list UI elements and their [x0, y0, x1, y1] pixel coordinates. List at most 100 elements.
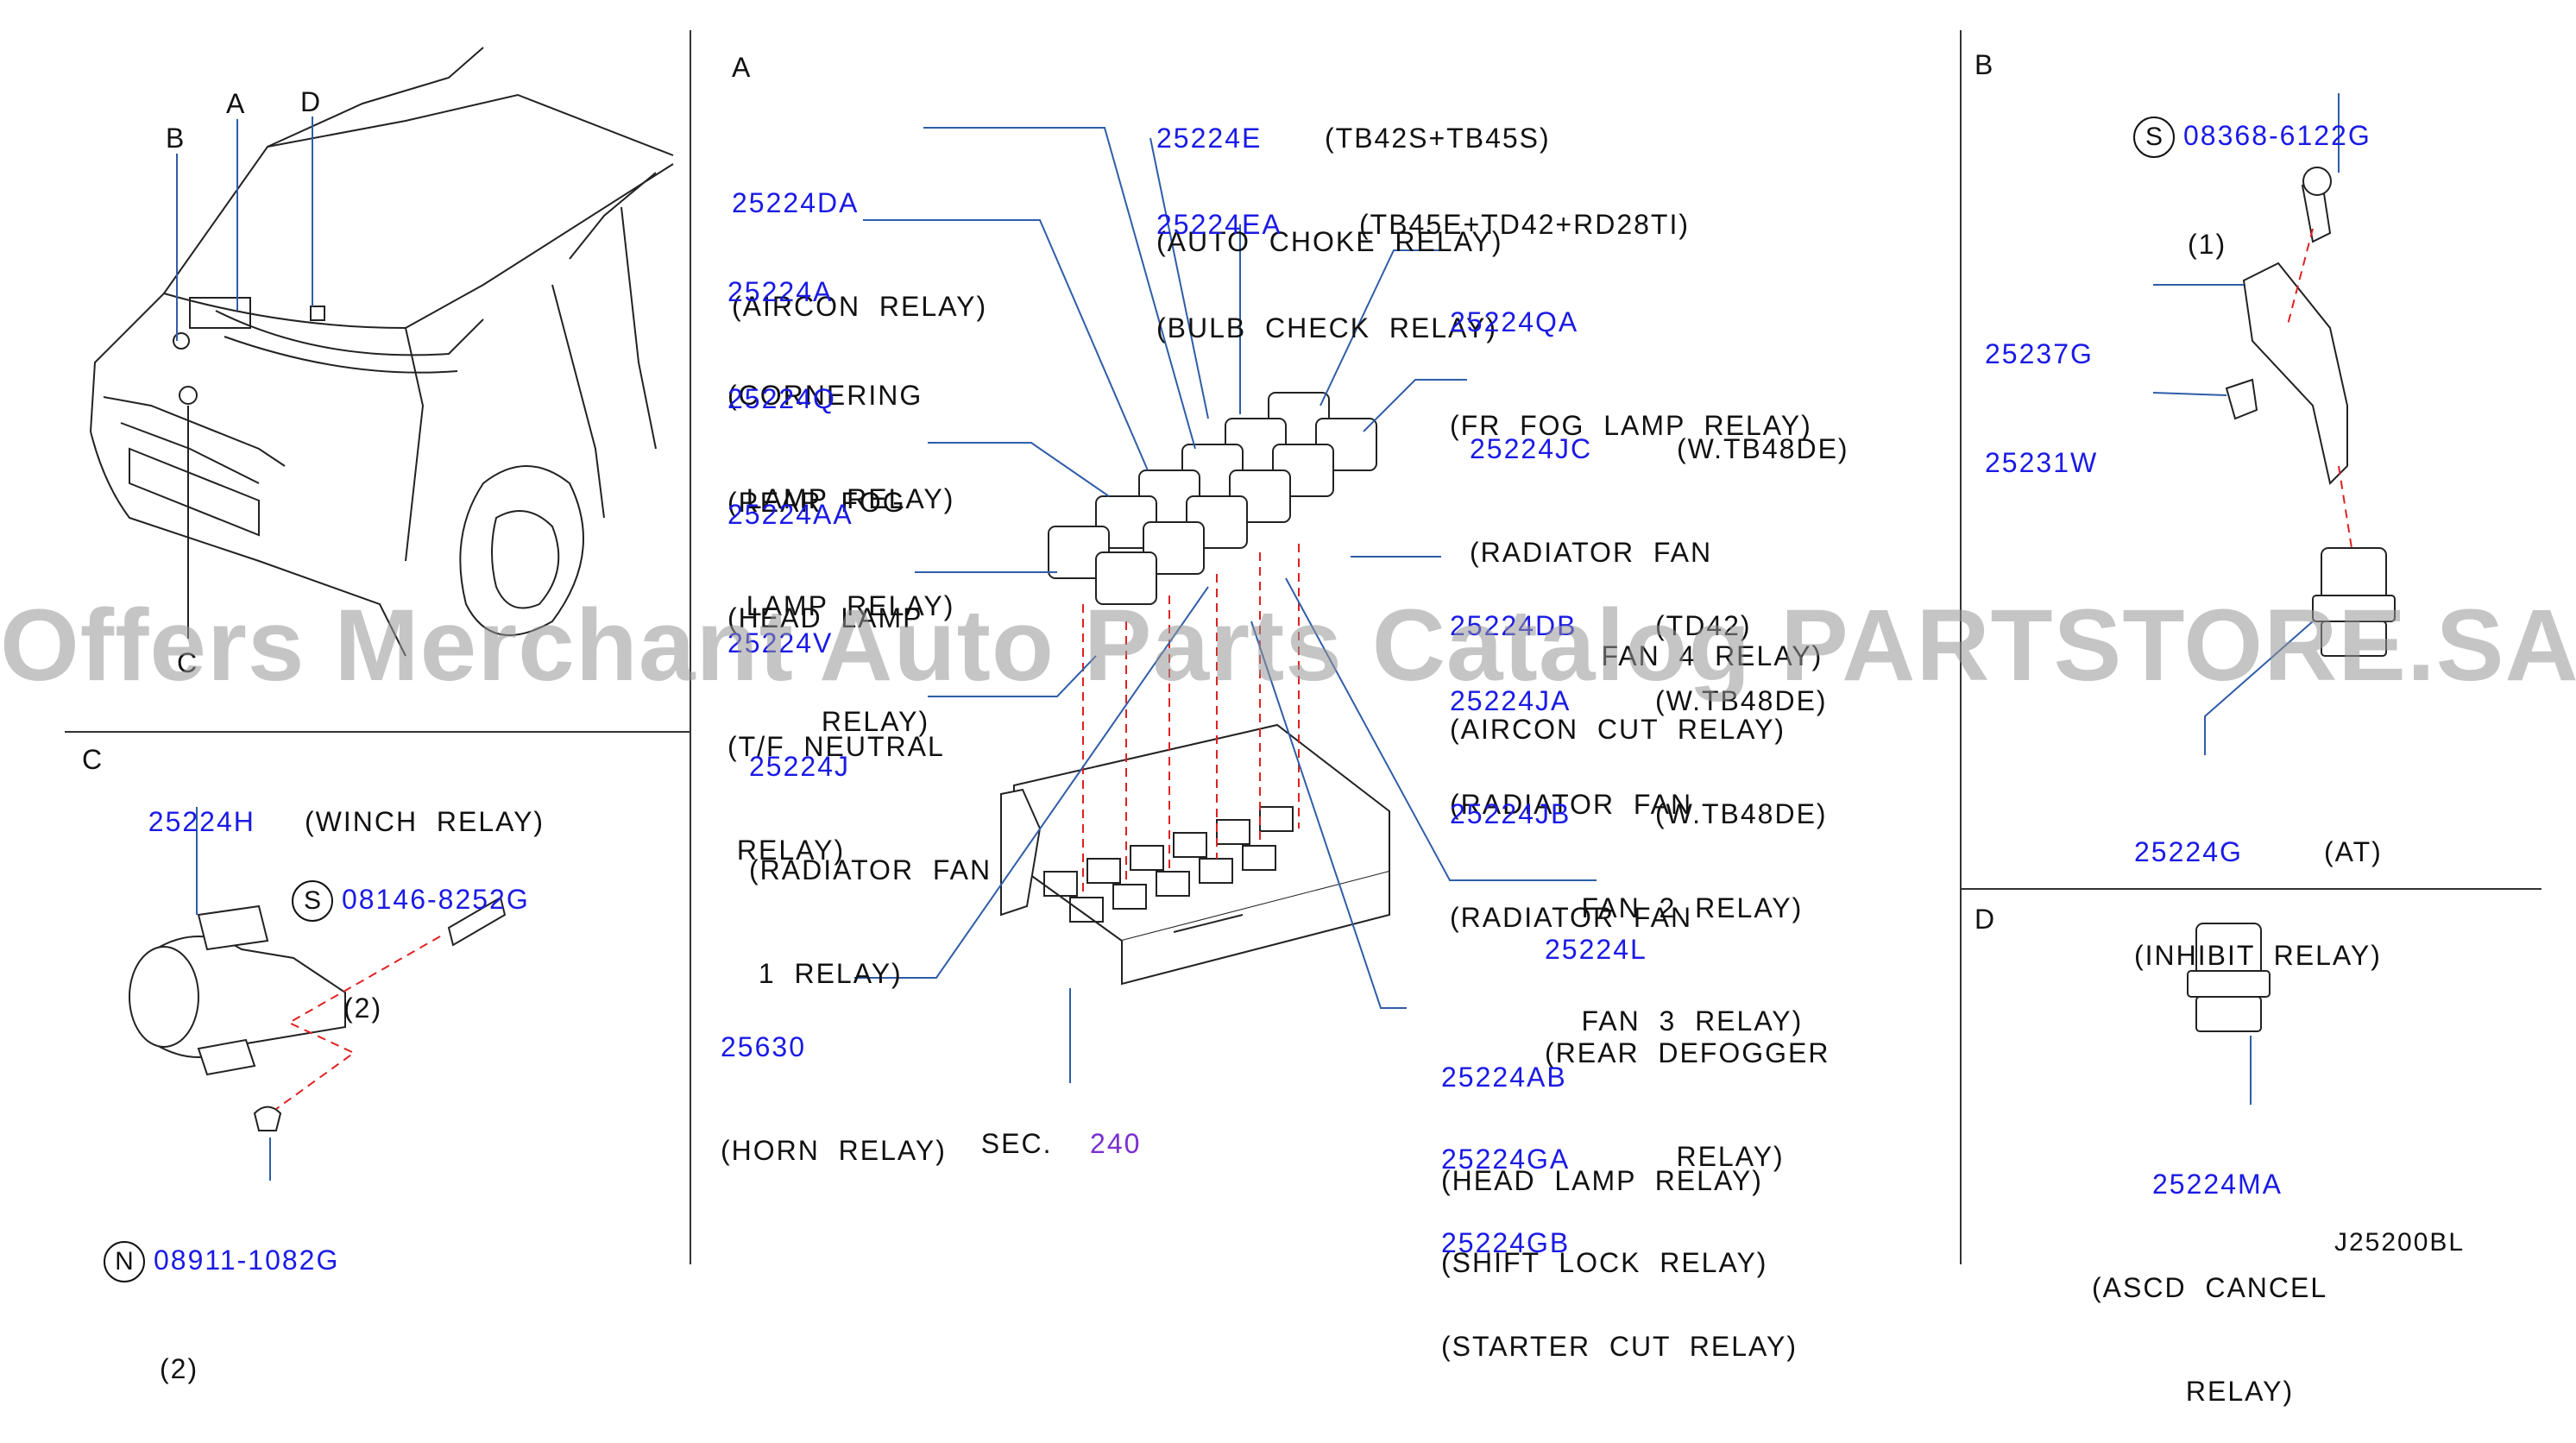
- relay-block: [1000, 723, 1390, 986]
- part-number-link[interactable]: 25224EA: [1156, 209, 1282, 240]
- part-description: FAN 4 RELAY): [1470, 640, 1823, 671]
- part-quantity: (2): [160, 1353, 199, 1384]
- part-description: (CORNERING: [727, 380, 923, 411]
- car-callout-c[interactable]: C: [177, 647, 199, 678]
- part-number-link[interactable]: 25224AB: [1441, 1062, 1567, 1093]
- part-number-link[interactable]: 25630: [721, 1031, 806, 1062]
- watermark: Offers Merchant Auto Parts Catalog PARTS…: [0, 589, 2576, 703]
- part-number-link[interactable]: 25224A: [727, 276, 834, 307]
- part-description: (AIRCON CUT RELAY): [1450, 714, 1786, 745]
- relay-parts-diagram: [65, 30, 2541, 1264]
- part-description: (HEAD LAMP: [727, 602, 923, 633]
- part-description: RELAY): [1545, 1141, 1785, 1172]
- part-description: (INHIBIT RELAY): [2134, 940, 2382, 971]
- part-description: FAN 2 RELAY): [1450, 892, 1804, 923]
- part-number-link[interactable]: 25224J: [749, 751, 850, 782]
- ascd-relay: [2187, 923, 2271, 1032]
- section-ref-prefix: SEC.: [980, 1128, 1053, 1159]
- part-25224AB: 25224AB (HEAD LAMP RELAY): [1441, 991, 1763, 1232]
- standard-part-mark: S: [2133, 117, 2175, 158]
- part-number-link[interactable]: 08911-1082G: [154, 1245, 340, 1276]
- part-quantity: (1): [2188, 229, 2227, 260]
- part-25237G: 25237G: [1985, 268, 2094, 406]
- car-callout-b[interactable]: B: [166, 123, 186, 154]
- part-25224GA: 25224GA (SHIFT LOCK RELAY): [1441, 1073, 1767, 1314]
- part-note: (AT): [2324, 836, 2383, 867]
- relay-cubes: [1048, 392, 1377, 605]
- part-description: LAMP RELAY): [727, 483, 955, 514]
- part-25224DA: 25224DA (AIRCON RELAY): [732, 117, 987, 358]
- part-number-link[interactable]: 25224QA: [1450, 306, 1579, 337]
- part-25224QA: 25224QA (FR FOG LAMP RELAY): [1450, 236, 1812, 477]
- section-ref-link[interactable]: 240: [1090, 1128, 1142, 1159]
- part-number-link[interactable]: 25224L: [1545, 934, 1647, 965]
- part-number-link[interactable]: 08146-8252G: [342, 884, 530, 915]
- part-25224JC: 25224JC(W.TB48DE) (RADIATOR FAN FAN 4 RE…: [1470, 362, 1848, 708]
- part-description: (BULB CHECK RELAY): [1156, 312, 1498, 343]
- section-b-label: B: [1975, 49, 1995, 80]
- winch-fitting-lines: [275, 936, 441, 1110]
- part-number-link[interactable]: 25224GB: [1441, 1227, 1571, 1258]
- part-description: (AIRCON RELAY): [732, 291, 988, 322]
- part-25630: 25630 (HORN RELAY): [721, 961, 947, 1202]
- part-number-link[interactable]: 25237G: [1985, 338, 2094, 369]
- part-description: (AUTO CHOKE RELAY): [1156, 226, 1503, 257]
- part-description: LAMP RELAY): [727, 590, 955, 621]
- section-c-label: C: [82, 744, 104, 775]
- car-callout-a[interactable]: A: [226, 88, 247, 119]
- part-number-link[interactable]: 25224JC: [1470, 433, 1593, 464]
- part-description: (REAR FOG: [727, 487, 906, 518]
- part-description: (T/F NEUTRAL: [727, 731, 945, 762]
- car-callout-d[interactable]: D: [300, 86, 323, 117]
- part-description: 1 RELAY): [749, 958, 903, 989]
- part-note: (W.TB48DE): [1655, 685, 1828, 716]
- part-description: FAN 3 RELAY): [1450, 1005, 1804, 1037]
- part-number-link[interactable]: 25224MA: [2152, 1169, 2283, 1200]
- relay-block-sockets: [1043, 806, 1294, 923]
- part-number-link[interactable]: 25224DA: [732, 187, 860, 218]
- part-number-link[interactable]: 25224JA: [1450, 685, 1571, 716]
- part-25224MA: 25224MA (ASCD CANCEL RELAY): [2092, 1098, 2327, 1443]
- part-number-link[interactable]: 25231W: [1985, 447, 2099, 478]
- inhibit-relay: [2225, 167, 2396, 657]
- part-number-link[interactable]: 25224Q: [727, 383, 836, 414]
- part-number-link[interactable]: 25224GA: [1441, 1144, 1571, 1175]
- nut-part-mark: N: [104, 1241, 145, 1282]
- part-number-link[interactable]: 08368-6122G: [2183, 120, 2371, 151]
- part-description: (FR FOG LAMP RELAY): [1450, 410, 1812, 441]
- vehicle-leaders: [176, 117, 313, 341]
- part-25224G: 25224G (AT) (INHIBIT RELAY): [2134, 766, 2382, 1007]
- part-25224A: 25224A (CORNERING LAMP RELAY): [727, 205, 954, 551]
- part-note: (TB45E+TD42+RD28TI): [1359, 209, 1691, 240]
- part-number-link[interactable]: 25224E: [1156, 123, 1263, 154]
- part-25224J: 25224J (RADIATOR FAN 1 RELAY): [749, 680, 992, 1025]
- part-number-link[interactable]: 25224JB: [1450, 798, 1571, 829]
- part-description: (HEAD LAMP RELAY): [1441, 1165, 1763, 1196]
- part-25224JB: 25224JB(W.TB48DE) (RADIATOR FAN FAN 3 RE…: [1450, 728, 1826, 1073]
- part-25224AA: 25224AA (HEAD LAMP RELAY): [727, 428, 929, 773]
- part-08911-1082G: N 08911-1082G (2): [104, 1172, 339, 1421]
- section-reference: SEC. 240: [962, 1092, 1141, 1161]
- vehicle-illustration: [90, 47, 674, 657]
- part-note: (W.TB48DE): [1655, 798, 1828, 829]
- part-25224E: 25224E(TB42S+TB45S) (AUTO CHOKE RELAY): [1156, 52, 1549, 293]
- part-number-link[interactable]: 25224H: [148, 806, 255, 837]
- part-number-link[interactable]: 25224AA: [727, 499, 853, 530]
- part-25224GB: 25224GB (STARTER CUT RELAY): [1441, 1156, 1798, 1398]
- panel-dividers: [65, 30, 2541, 1264]
- part-08368-6122G: S 08368-6122G (1): [2133, 47, 2371, 296]
- part-number-link[interactable]: 25224V: [727, 627, 834, 658]
- part-quantity: (2): [343, 992, 383, 1024]
- part-25224V: 25224V (T/F NEUTRAL RELAY): [727, 557, 945, 902]
- drawing-id: J25200BL: [2334, 1228, 2466, 1257]
- part-25224DB: 25224DB (TD42) (AIRCON CUT RELAY): [1450, 539, 1786, 781]
- part-note: (TD42): [1655, 610, 1752, 641]
- part-note: (WINCH RELAY): [305, 806, 545, 837]
- part-number-link[interactable]: 25224DB: [1450, 610, 1578, 641]
- inhibit-leaders: [2152, 93, 2340, 755]
- part-25231W: 25231W: [1985, 376, 2098, 514]
- part-25224Q: 25224Q (REAR FOG LAMP RELAY): [727, 312, 954, 658]
- winch-leaders: [196, 807, 271, 1181]
- part-number-link[interactable]: 25224G: [2134, 836, 2243, 867]
- panel-a-leaders: [854, 127, 1597, 1083]
